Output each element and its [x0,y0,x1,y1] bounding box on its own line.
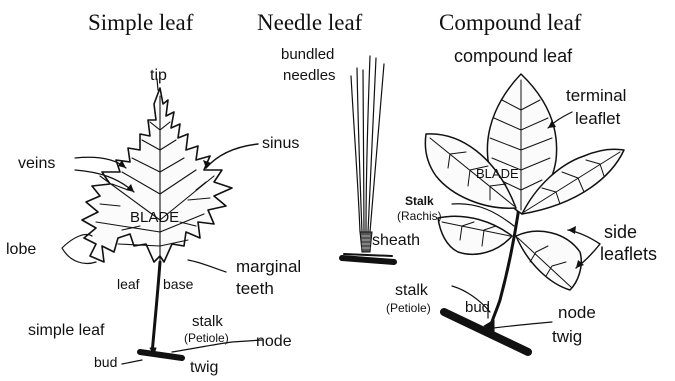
label-compound-petiole: (Petiole) [386,301,431,315]
label-leaf: leaf [117,276,140,292]
label-simple-twig: twig [190,359,218,376]
heading-simple-leaf: Simple leaf [88,10,194,35]
label-compound-twig: twig [552,327,582,346]
label-sinus: sinus [262,135,299,152]
label-base: base [163,276,194,292]
label-bundled: bundled [281,46,334,63]
simple-leaf-stalk [152,262,160,354]
label-veins: veins [18,155,55,172]
label-sheath: sheath [372,232,420,249]
label-stalk-rachis: Stalk [405,194,434,208]
label-compound-node: node [558,303,596,322]
lower-right-leaflet [516,231,581,290]
needle-sheath [360,232,372,252]
compound-twig [444,312,528,352]
label-leaflets: leaflets [600,244,657,264]
label-simple-bud: bud [94,354,117,370]
label-tip: tip [150,67,167,84]
bundled-needles [351,56,384,232]
label-simple-node: node [256,333,292,350]
label-compound-leaf: compound leaf [454,46,573,66]
simple-leaf-twig [140,352,182,358]
label-simple-petiole: (Petiole) [184,331,229,345]
lower-left-leaflet [438,216,512,254]
label-teeth: teeth [236,279,274,298]
label-lobe: lobe [6,241,36,258]
label-rachis: (Rachis) [397,209,442,223]
label-side: side [604,222,637,242]
heading-needle-leaf: Needle leaf [257,10,363,35]
label-compound-blade: BLADE [476,166,519,181]
needle-twig [342,258,394,262]
label-compound-stalk: stalk [395,282,429,299]
label-marginal: marginal [236,257,301,276]
label-needles: needles [283,67,336,84]
label-leaflet: leaflet [575,109,621,128]
label-compound-bud: bud [465,299,490,316]
label-simple-stalk: stalk [192,313,223,330]
label-terminal: terminal [566,86,626,105]
heading-compound-leaf: Compound leaf [439,10,582,35]
label-simple-blade: BLADE [130,209,179,226]
label-simple-leaf: simple leaf [28,322,105,339]
